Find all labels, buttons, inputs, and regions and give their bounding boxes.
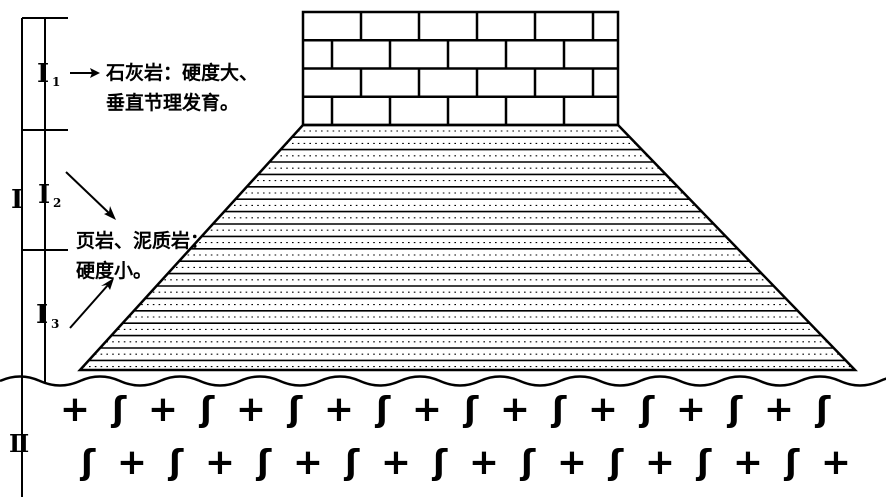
limestone-note-line2: 垂直节理发育。 xyxy=(106,91,239,114)
label-I3-sub: 3 xyxy=(51,317,59,331)
basement-plus-symbol: + xyxy=(733,442,763,483)
basement-plus-symbol: + xyxy=(205,442,235,483)
basement-plus-symbol: + xyxy=(500,389,530,430)
label-I1-sub: 1 xyxy=(52,75,60,89)
arrows xyxy=(65,68,116,329)
basement-wave-symbol: ʃ xyxy=(607,443,624,483)
arrow-I2 xyxy=(65,171,116,220)
basement-plus-symbol: + xyxy=(324,389,354,430)
shale-note-line2: 硬度小。 xyxy=(76,259,152,282)
label-group-II: Ⅱ xyxy=(9,429,29,458)
limestone-note-line1: 石灰岩：硬度大、 xyxy=(105,61,258,84)
basement-plus-symbol: + xyxy=(821,442,851,483)
arrow-I3 xyxy=(69,278,114,329)
basement-plus-symbol: + xyxy=(645,442,675,483)
annotations: 石灰岩：硬度大、 垂直节理发育。 页岩、泥质岩： 硬度小。 xyxy=(76,61,258,282)
basement-plus-symbol: + xyxy=(412,389,442,430)
basement-plus-symbol: + xyxy=(764,389,794,430)
label-I2-sub: 2 xyxy=(53,196,61,210)
basement-plus-symbol: + xyxy=(557,442,587,483)
basement-wave-symbol: ʃ xyxy=(695,443,712,483)
basement-wave-symbol: ʃ xyxy=(79,443,96,483)
basement-wave-symbol: ʃ xyxy=(462,390,479,430)
basement-rock: +ʃ+ʃ+ʃ+ʃ+ʃ+ʃ+ʃ+ʃ+ʃʃ+ʃ+ʃ+ʃ+ʃ+ʃ+ʃ+ʃ+ʃ+ xyxy=(60,389,851,483)
label-group-I: I xyxy=(11,185,23,215)
basement-plus-symbol: + xyxy=(236,389,266,430)
basement-wave-symbol: ʃ xyxy=(110,390,127,430)
basement-wave-symbol: ʃ xyxy=(814,390,831,430)
basement-wave-symbol: ʃ xyxy=(198,390,215,430)
label-I3: I xyxy=(36,300,48,330)
label-I2: I xyxy=(38,180,50,210)
basement-wave-symbol: ʃ xyxy=(431,443,448,483)
arrow-I1 xyxy=(70,68,100,78)
unconformity-line xyxy=(0,375,886,387)
basement-wave-symbol: ʃ xyxy=(638,390,655,430)
basement-plus-symbol: + xyxy=(148,389,178,430)
basement-plus-symbol: + xyxy=(469,442,499,483)
basement-plus-symbol: + xyxy=(676,389,706,430)
basement-wave-symbol: ʃ xyxy=(519,443,536,483)
basement-wave-symbol: ʃ xyxy=(286,390,303,430)
basement-plus-symbol: + xyxy=(293,442,323,483)
basement-wave-symbol: ʃ xyxy=(726,390,743,430)
basement-plus-symbol: + xyxy=(588,389,618,430)
basement-wave-symbol: ʃ xyxy=(374,390,391,430)
limestone-block xyxy=(301,10,620,127)
shale-note-line1: 页岩、泥质岩： xyxy=(76,229,209,252)
basement-wave-symbol: ʃ xyxy=(167,443,184,483)
strata-labels: I Ⅱ I 1 I 2 I 3 xyxy=(9,59,61,458)
label-I1: I xyxy=(37,59,49,89)
basement-wave-symbol: ʃ xyxy=(783,443,800,483)
basement-plus-symbol: + xyxy=(60,389,90,430)
stratigraphic-column xyxy=(21,17,68,497)
basement-plus-symbol: + xyxy=(117,442,147,483)
basement-plus-symbol: + xyxy=(381,442,411,483)
basement-wave-symbol: ʃ xyxy=(550,390,567,430)
basement-wave-symbol: ʃ xyxy=(255,443,272,483)
basement-wave-symbol: ʃ xyxy=(343,443,360,483)
